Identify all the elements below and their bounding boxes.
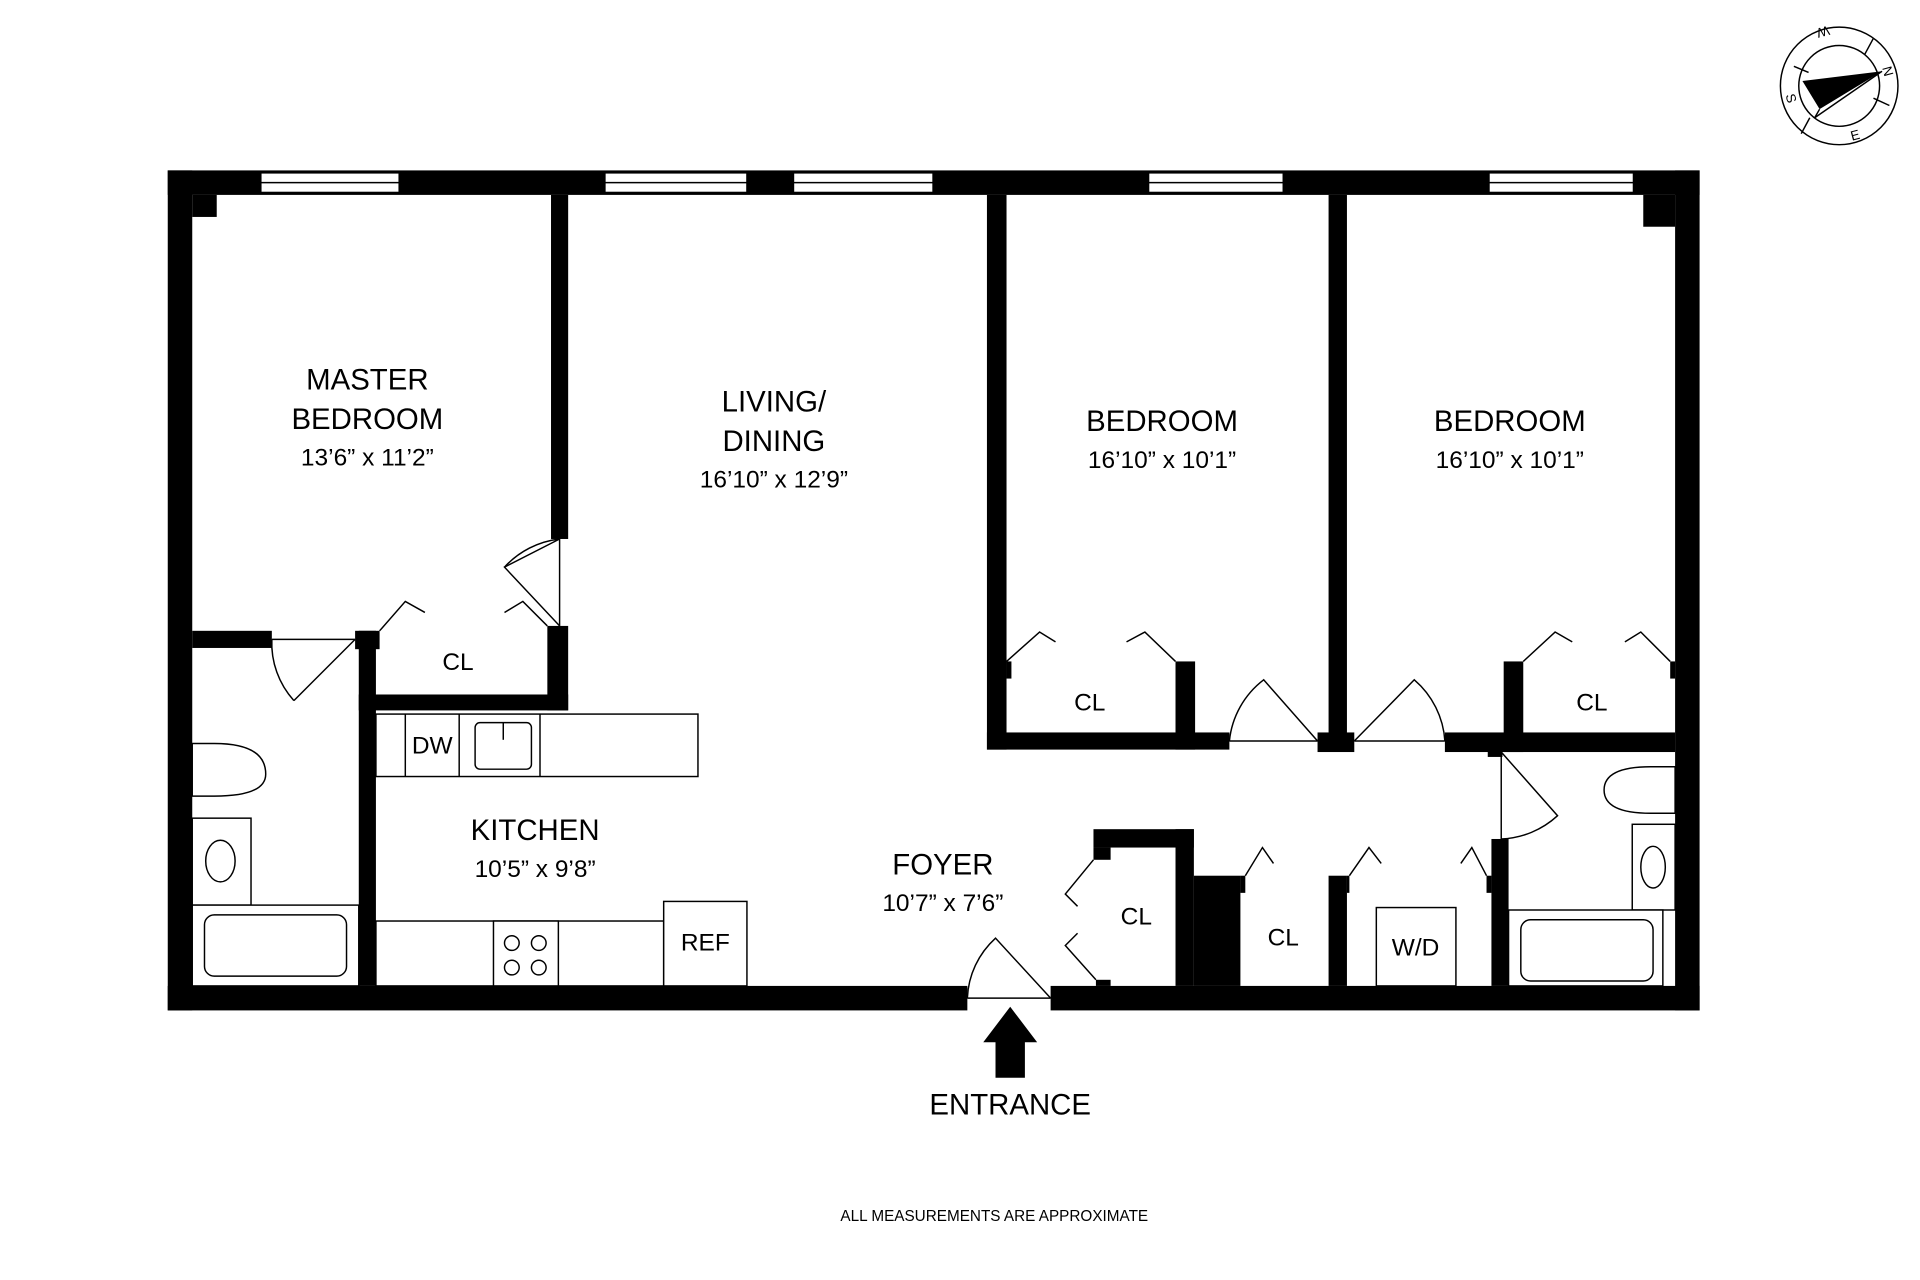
sink-icon	[204, 839, 236, 883]
toilet-icon	[1603, 765, 1676, 814]
refrigerator-label: REF	[681, 929, 730, 956]
living-dining-size: 16’10” x 12’9”	[700, 467, 848, 494]
closet-label: CL	[1074, 689, 1105, 716]
closet-label: CL	[1121, 904, 1152, 931]
washer-dryer	[1375, 906, 1457, 987]
master-bedroom-name-2: BEDROOM	[291, 403, 443, 436]
entrance-label: ENTRANCE	[929, 1088, 1091, 1121]
compass-w: W	[1815, 23, 1831, 41]
bedroom-2-name: BEDROOM	[1434, 405, 1586, 438]
closet-label: CL	[442, 649, 473, 676]
compass-s: S	[1783, 92, 1800, 105]
entrance-arrow-icon	[983, 1006, 1038, 1078]
washer-dryer-label: W/D	[1392, 934, 1440, 961]
doors	[271, 538, 1671, 999]
master-bedroom-name-1: MASTER	[306, 364, 428, 397]
dishwasher-label: DW	[412, 732, 454, 759]
footer-note: ALL MEASUREMENTS ARE APPROXIMATE	[840, 1208, 1148, 1225]
bedroom-2-size: 16’10” x 10’1”	[1436, 447, 1584, 474]
living-dining-name-1: LIVING/	[722, 386, 827, 419]
foyer-name: FOYER	[892, 848, 993, 881]
closet-label: CL	[1576, 689, 1607, 716]
bathtub-icon	[1520, 919, 1654, 982]
compass-icon: N S E W	[1779, 23, 1899, 146]
kitchen-size: 10’5” x 9’8”	[475, 856, 596, 883]
kitchen-name: KITCHEN	[471, 814, 600, 847]
master-bedroom-size: 13’6” x 11’2”	[301, 445, 434, 472]
closet-label: CL	[1268, 925, 1299, 952]
bedroom-1-name: BEDROOM	[1086, 405, 1238, 438]
living-dining-name-2: DINING	[722, 425, 825, 458]
foyer-size: 10’7” x 7’6”	[882, 890, 1003, 917]
stove-icon	[492, 920, 560, 987]
sink-icon	[1640, 845, 1667, 889]
compass-e: E	[1849, 127, 1862, 144]
walls	[167, 170, 1700, 1011]
windows	[260, 172, 1635, 194]
bedroom-1-size: 16’10” x 10’1”	[1088, 447, 1236, 474]
toilet-icon	[191, 742, 267, 797]
fixtures	[191, 713, 1676, 987]
bathtub-icon	[203, 914, 348, 977]
refrigerator	[662, 900, 748, 987]
compass-n: N	[1879, 65, 1896, 78]
